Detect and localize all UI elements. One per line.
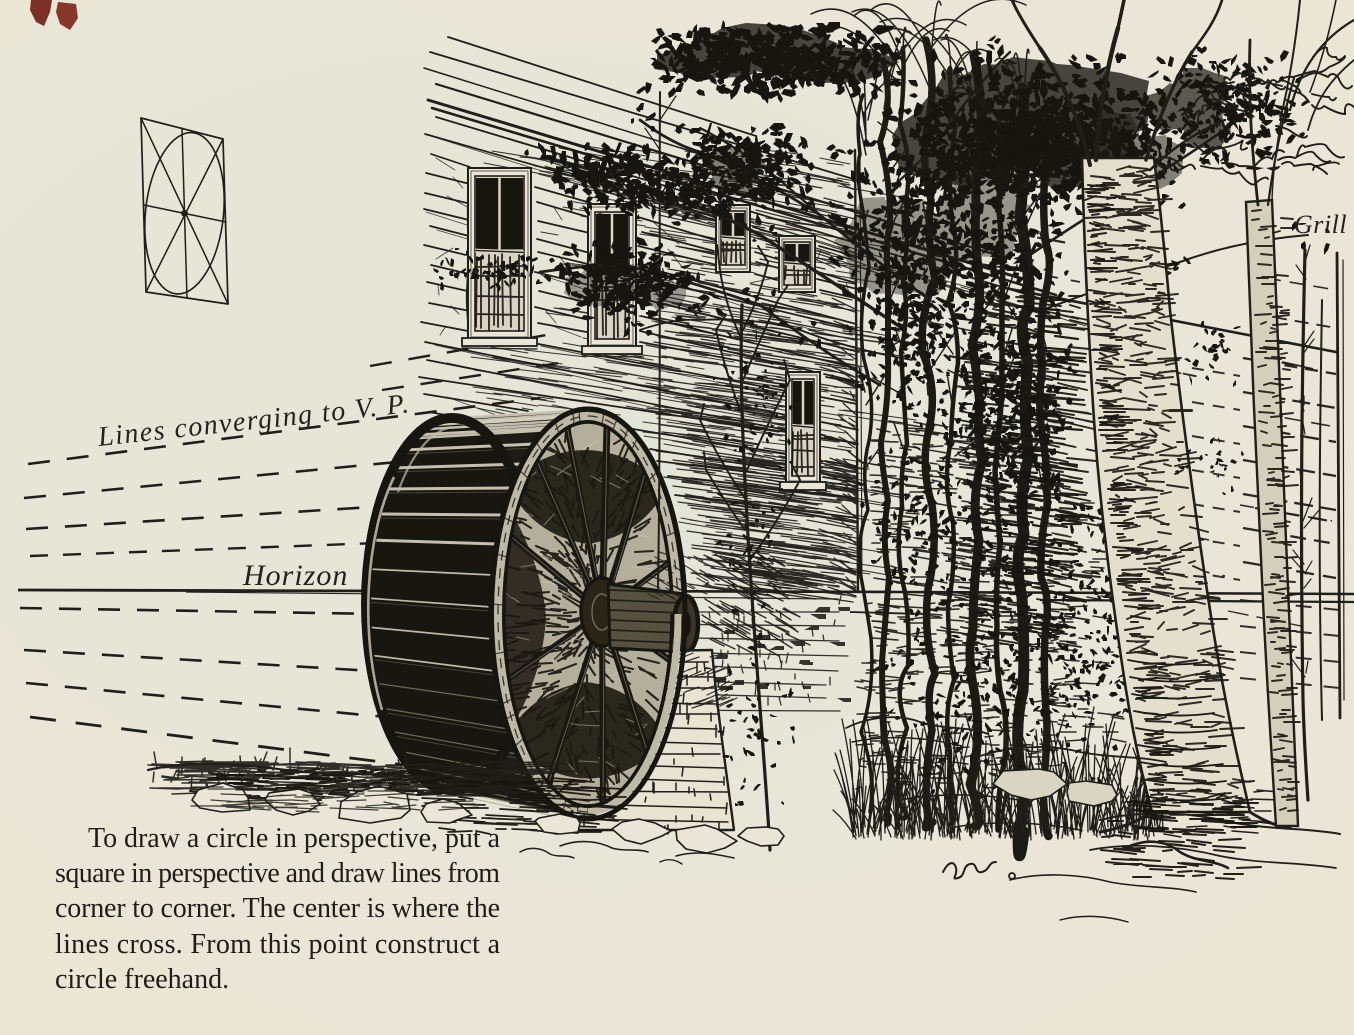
- svg-text:To draw a circle in perspectiv: To draw a circle in perspective, put a: [88, 823, 501, 854]
- svg-text:corner to corner. The center i: corner to corner. The center is where th…: [55, 893, 500, 924]
- svg-text:Grill: Grill: [1294, 210, 1347, 239]
- svg-text:lines cross. From this point c: lines cross. From this point construct a: [55, 929, 501, 960]
- svg-text:circle freehand.: circle freehand.: [55, 964, 229, 995]
- svg-text:square in perspective and draw: square in perspective and draw lines fro…: [55, 858, 500, 889]
- svg-text:Horizon: Horizon: [242, 559, 348, 592]
